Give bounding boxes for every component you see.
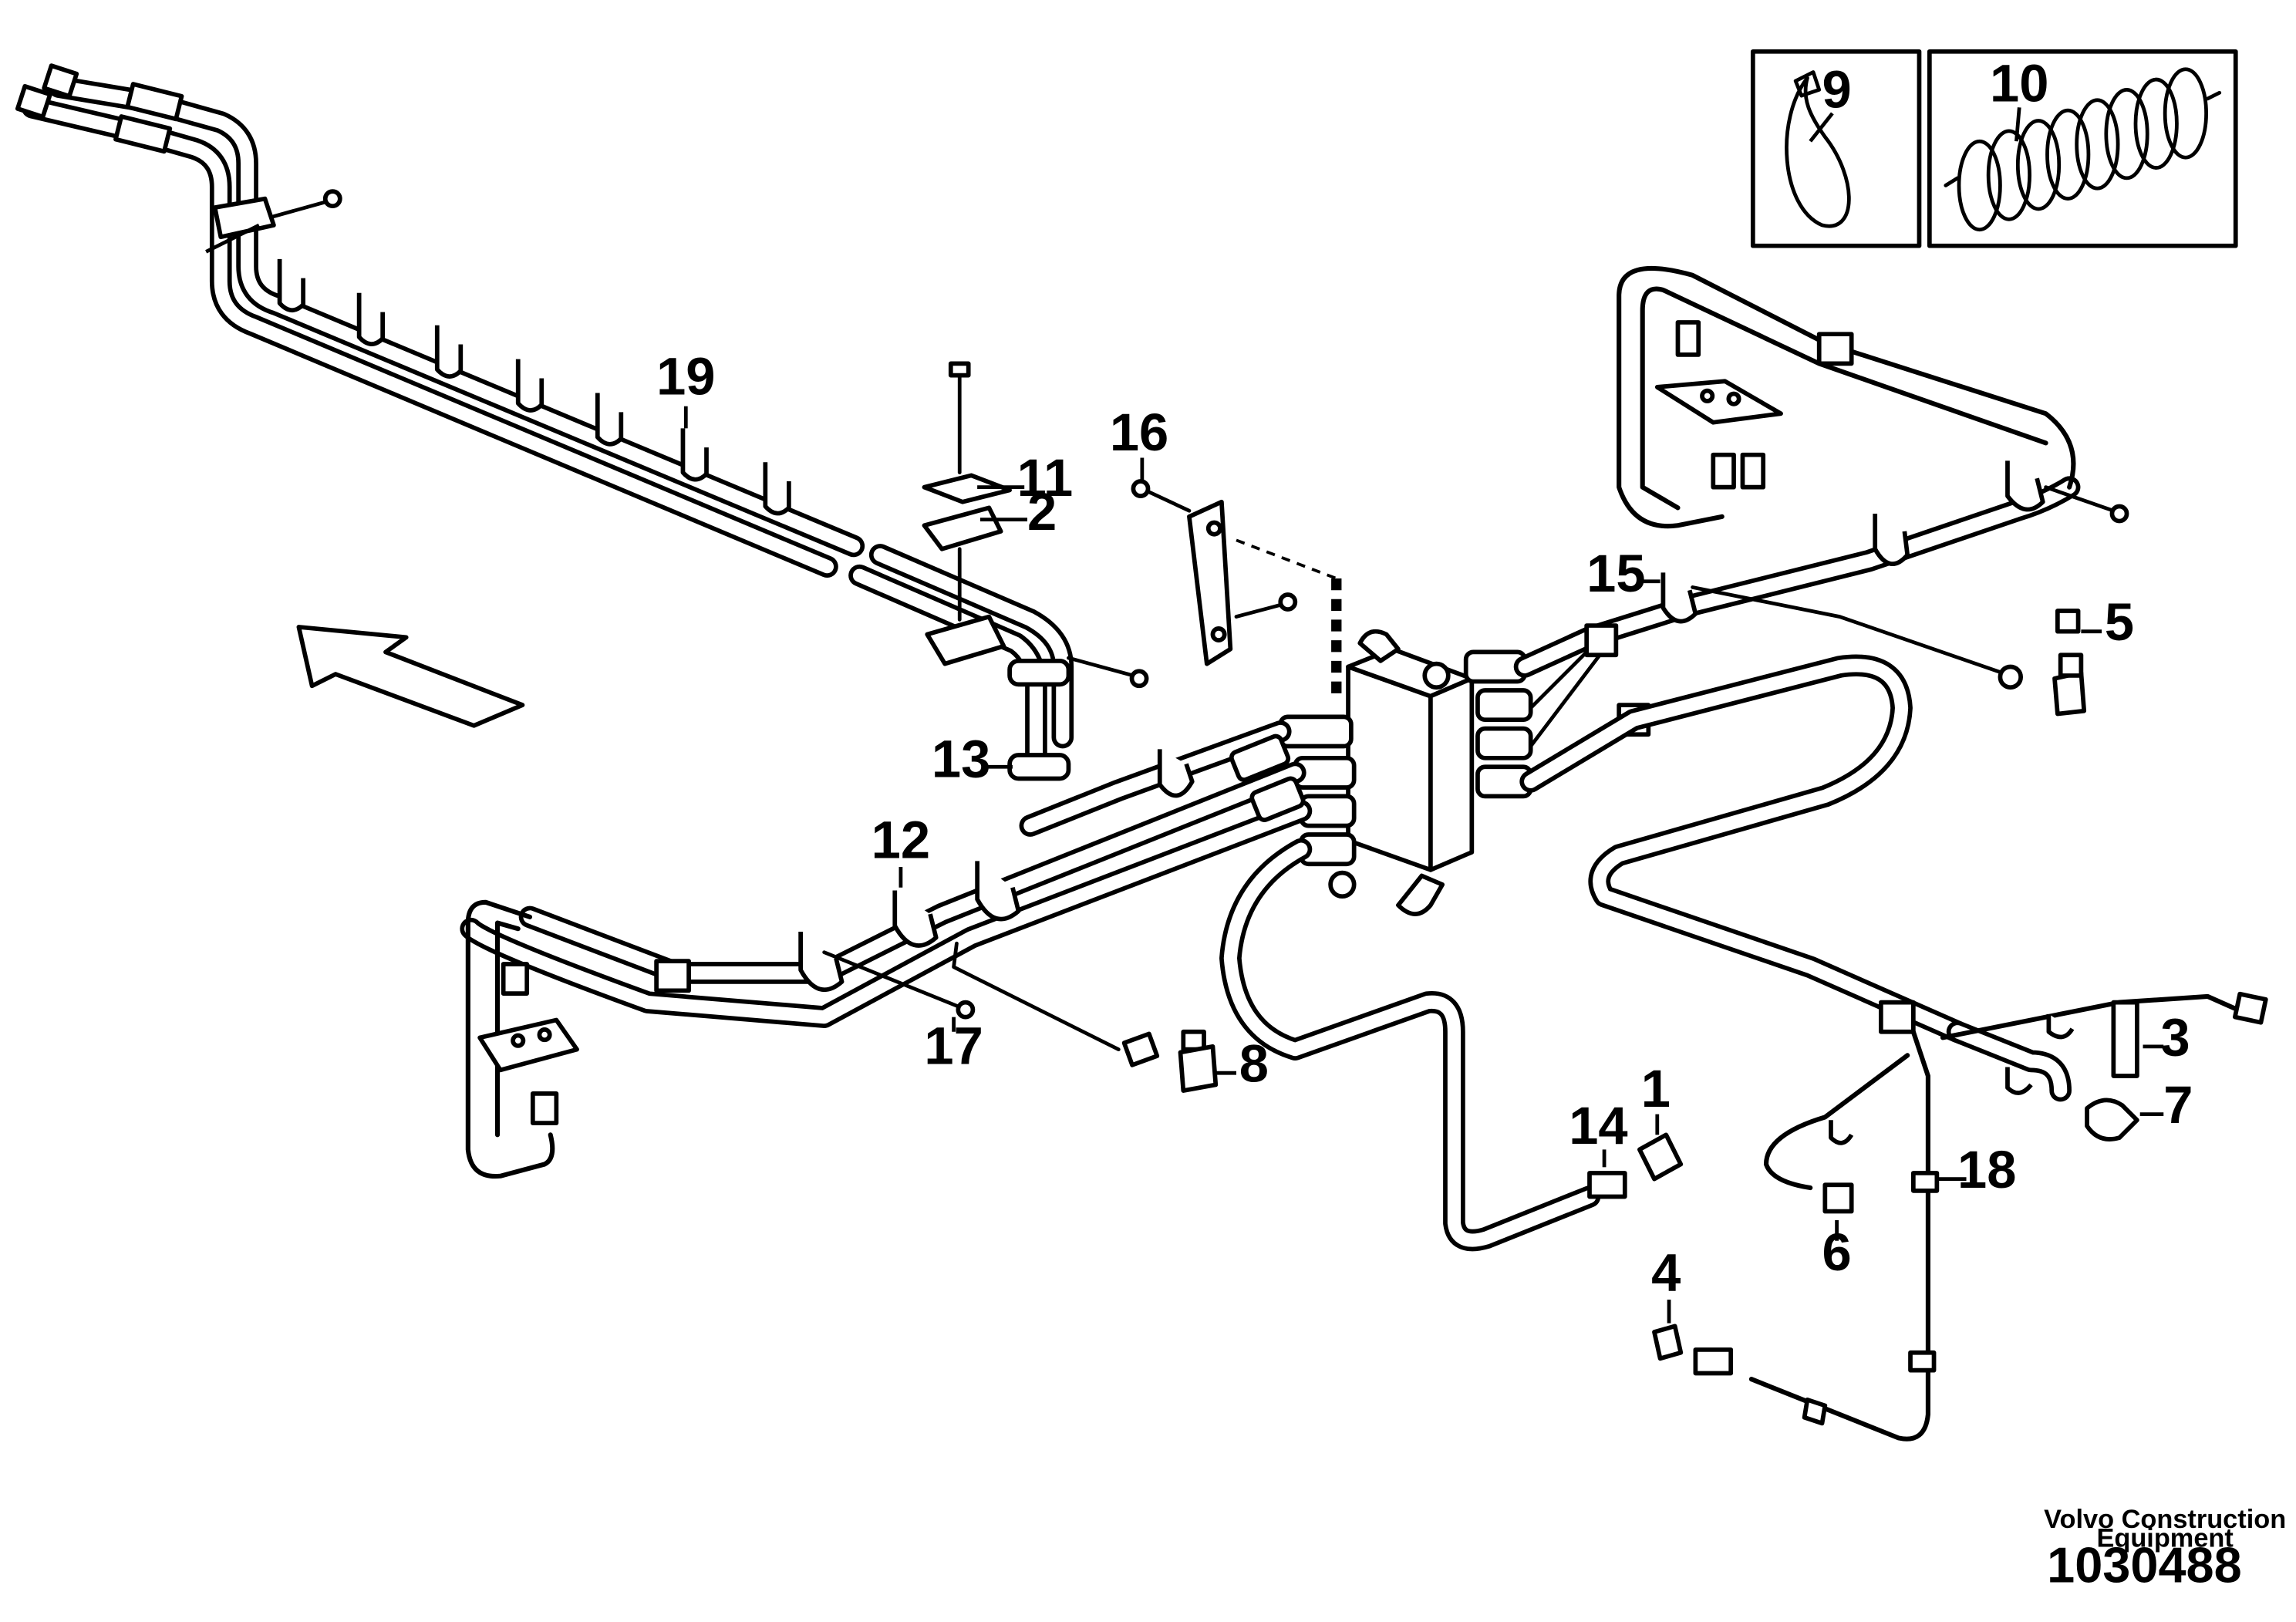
callout-10: 10: [1990, 54, 2048, 113]
callout-5: 5: [2105, 592, 2134, 652]
callout-19: 19: [656, 346, 715, 406]
callout-3: 3: [2160, 1007, 2190, 1067]
callout-8: 8: [1239, 1034, 1269, 1094]
callout-2: 2: [1027, 482, 1057, 541]
callout-6: 6: [1822, 1222, 1851, 1282]
callout-13: 13: [932, 730, 990, 789]
callout-14: 14: [1569, 1096, 1627, 1155]
callout-9: 9: [1822, 59, 1851, 119]
callout-15: 15: [1586, 544, 1645, 603]
forward-direction-arrow-icon: [296, 625, 525, 728]
callout-1: 1: [1641, 1059, 1671, 1118]
hoses-right: [1513, 265, 2129, 1044]
manufacturer-name: Volvo Construction: [2044, 1505, 2286, 1534]
callout-18: 18: [1957, 1140, 2016, 1199]
callout-11: 11: [1017, 448, 1074, 508]
callout-4: 4: [1651, 1243, 1681, 1303]
footer-block: Volvo Construction Equipment 1030488: [2044, 1505, 2286, 1593]
clamp-assembly: [922, 361, 1028, 666]
hoses-left: [460, 720, 1601, 1252]
drawing-number: 1030488: [2047, 1536, 2242, 1593]
callout-labels: 1 2 3 4 5 6 7 8 9 10 11 12 13 14 15 16 1…: [656, 54, 2193, 1303]
callout-16: 16: [1110, 403, 1168, 462]
valve-block: [1278, 629, 1533, 916]
detail-box-spiral-wrap: [1927, 49, 2238, 248]
lower-right-piping: [1587, 991, 2268, 1442]
callout-7: 7: [2163, 1075, 2193, 1135]
detail-box-cable-tie: [1750, 49, 1922, 248]
mounting-bracket: [1131, 457, 1342, 693]
manufacturer-name-line2: Equipment: [2096, 1524, 2234, 1553]
callout-12: 12: [872, 811, 930, 870]
upper-left-pipe-run: [15, 63, 1149, 781]
callout-17: 17: [924, 1017, 983, 1076]
